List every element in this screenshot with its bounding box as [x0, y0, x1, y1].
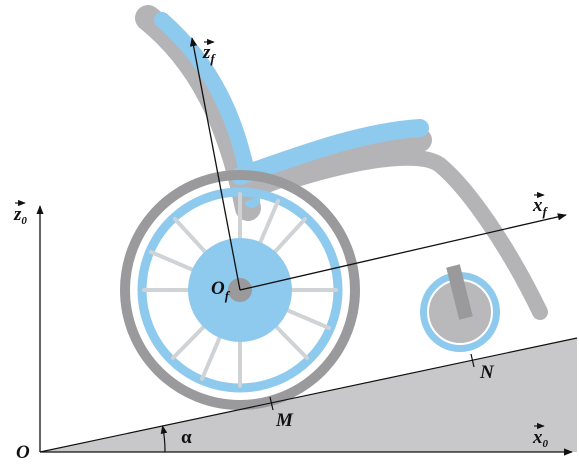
contact-tick-n	[470, 353, 475, 368]
xf-axis	[239, 213, 567, 291]
z0-label: z0	[13, 204, 27, 227]
zf-label: zf	[202, 42, 216, 66]
x0-label: x0	[532, 427, 549, 450]
angle-label: α	[181, 427, 192, 448]
contact-tick-m	[269, 396, 274, 411]
front-caster	[420, 264, 500, 352]
origin-ground-label: O	[16, 442, 30, 463]
angle-arc	[160, 425, 168, 453]
zf-axis	[189, 37, 241, 291]
frame-rail	[292, 149, 548, 320]
origin-frame-label: Of	[211, 278, 231, 303]
contact-front-label: N	[479, 362, 495, 383]
seat-cushion	[231, 119, 429, 185]
slope-line	[39, 337, 578, 453]
contact-rear-label: M	[275, 410, 294, 431]
xf-label: xf	[532, 195, 549, 219]
